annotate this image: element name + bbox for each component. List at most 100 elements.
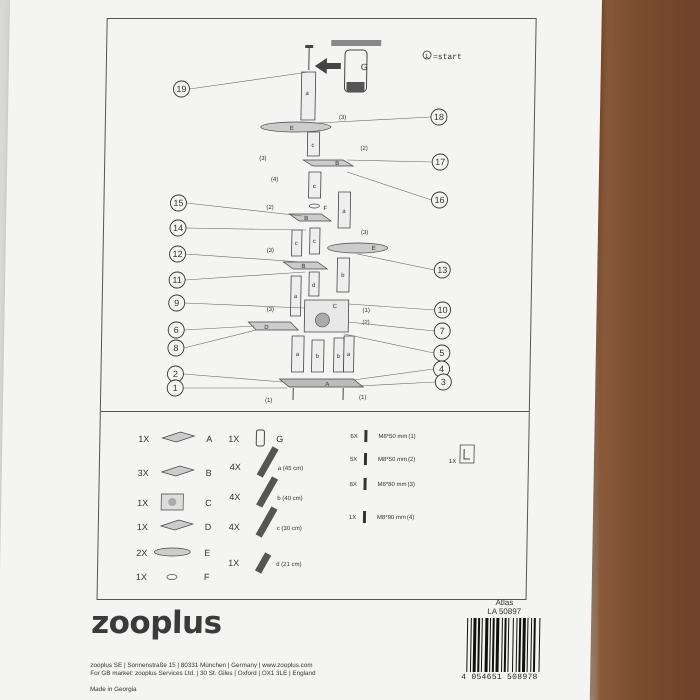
callout-number: 3 bbox=[441, 377, 446, 387]
made-in: Made in Georgia bbox=[89, 686, 137, 693]
callout-number: 6 bbox=[174, 325, 179, 335]
callout-13: 13 bbox=[357, 253, 451, 279]
callout-14: 14 bbox=[169, 219, 306, 237]
part-letter: C bbox=[205, 498, 212, 508]
svg-text:(3): (3) bbox=[259, 156, 266, 162]
svg-text:a: a bbox=[294, 294, 298, 300]
callout-number: 4 bbox=[439, 364, 444, 374]
svg-text:(3): (3) bbox=[361, 230, 368, 236]
svg-text:(1): (1) bbox=[265, 398, 272, 404]
part-E: 2X E bbox=[136, 547, 210, 558]
part-letter: E bbox=[204, 548, 210, 558]
svg-text:E: E bbox=[372, 246, 376, 252]
svg-text:B: B bbox=[304, 216, 308, 222]
svg-text:c: c bbox=[313, 239, 316, 245]
svg-text:1X: 1X bbox=[228, 434, 239, 444]
callout-9: 9 bbox=[168, 294, 305, 312]
barcode bbox=[466, 618, 541, 672]
screw-ref: (3) bbox=[407, 482, 414, 488]
parts-g: 1X G bbox=[228, 429, 283, 447]
callout-number: 15 bbox=[173, 198, 183, 208]
svg-text:c: c bbox=[313, 184, 316, 190]
screw-spec: M8*50 mm bbox=[378, 457, 407, 463]
svg-text:1X: 1X bbox=[449, 459, 456, 465]
part-letter: F bbox=[204, 572, 210, 582]
callout-number: 18 bbox=[434, 112, 444, 122]
svg-text:C: C bbox=[333, 304, 338, 310]
callout-16: 16 bbox=[346, 171, 448, 209]
callout-12: 12 bbox=[169, 245, 302, 263]
post-qty: 1X bbox=[228, 558, 239, 568]
svg-text:G: G bbox=[361, 62, 368, 72]
callout-18: 18 bbox=[317, 108, 448, 126]
svg-text:(2): (2) bbox=[360, 146, 367, 152]
svg-text:(3): (3) bbox=[267, 248, 274, 254]
svg-text:c: c bbox=[295, 241, 298, 247]
svg-text:d: d bbox=[312, 283, 315, 289]
callout-5: 5 bbox=[344, 333, 451, 362]
post-label: b (40 cm) bbox=[277, 496, 302, 502]
assembly-diagram: 1 =start G a E c B c F a bbox=[166, 40, 462, 404]
callout-number: 17 bbox=[435, 157, 445, 167]
svg-text:G: G bbox=[276, 434, 283, 444]
svg-text:1: 1 bbox=[425, 54, 429, 60]
svg-text:F: F bbox=[323, 206, 327, 212]
part-qty: 1X bbox=[137, 498, 148, 508]
ceiling-hardware-g: G bbox=[331, 40, 382, 93]
svg-text:(2): (2) bbox=[266, 205, 273, 211]
callout-number: 9 bbox=[174, 298, 179, 308]
svg-text:b: b bbox=[316, 354, 320, 360]
address-line-2: For GB market: zooplus Services Ltd. | 3… bbox=[90, 670, 316, 677]
callout-8: 8 bbox=[167, 329, 257, 357]
callout-6: 6 bbox=[167, 321, 255, 339]
post-label: a (45 cm) bbox=[278, 466, 303, 472]
callout-3: 3 bbox=[359, 373, 452, 391]
callout-number: 14 bbox=[173, 223, 183, 233]
svg-text:(2): (2) bbox=[362, 320, 369, 326]
callout-17: 17 bbox=[347, 153, 449, 171]
arrow-left-icon bbox=[314, 58, 341, 74]
callout-number: 12 bbox=[172, 249, 182, 259]
callout-number: 13 bbox=[437, 265, 447, 275]
part-letter: D bbox=[205, 522, 212, 532]
svg-text:(4): (4) bbox=[271, 177, 278, 183]
callout-number: 11 bbox=[172, 275, 182, 285]
svg-text:a: a bbox=[305, 91, 309, 97]
callout-number: 16 bbox=[434, 195, 444, 205]
screw-spec: M8*90 mm bbox=[377, 515, 406, 521]
part-D: 1X D bbox=[137, 519, 212, 532]
callout-number: 19 bbox=[176, 84, 186, 94]
screw-ref: (1) bbox=[408, 434, 415, 440]
callout-2: 2 bbox=[167, 365, 284, 383]
screw-qty: 1X bbox=[349, 515, 356, 521]
callout-number: 10 bbox=[437, 305, 447, 315]
part-qty: 3X bbox=[138, 468, 149, 478]
svg-text:(3): (3) bbox=[339, 115, 346, 121]
post-qty: 4X bbox=[229, 492, 240, 502]
svg-text:a: a bbox=[296, 352, 300, 358]
barcode-digits: 4 054651 508978 bbox=[461, 673, 538, 682]
svg-text:B: B bbox=[335, 161, 339, 167]
post-qty: 4X bbox=[229, 522, 240, 532]
screw-spec: M8*80 mm bbox=[377, 482, 406, 488]
part-qty: 1X bbox=[137, 522, 148, 532]
callout-1: 1 bbox=[166, 379, 288, 397]
part-qty: 2X bbox=[136, 548, 147, 558]
part-letter: B bbox=[206, 468, 212, 478]
product-name: Atlas bbox=[495, 598, 514, 607]
svg-text:a: a bbox=[342, 209, 346, 215]
svg-text:E: E bbox=[290, 126, 294, 132]
svg-text:(3): (3) bbox=[267, 307, 274, 313]
callout-10: 10 bbox=[348, 301, 452, 319]
zooplus-logo: zooplus bbox=[90, 605, 222, 641]
screw-ref: (2) bbox=[408, 457, 415, 463]
start-label: =start bbox=[433, 53, 462, 62]
screw-spec: M8*50 mm bbox=[378, 434, 407, 440]
